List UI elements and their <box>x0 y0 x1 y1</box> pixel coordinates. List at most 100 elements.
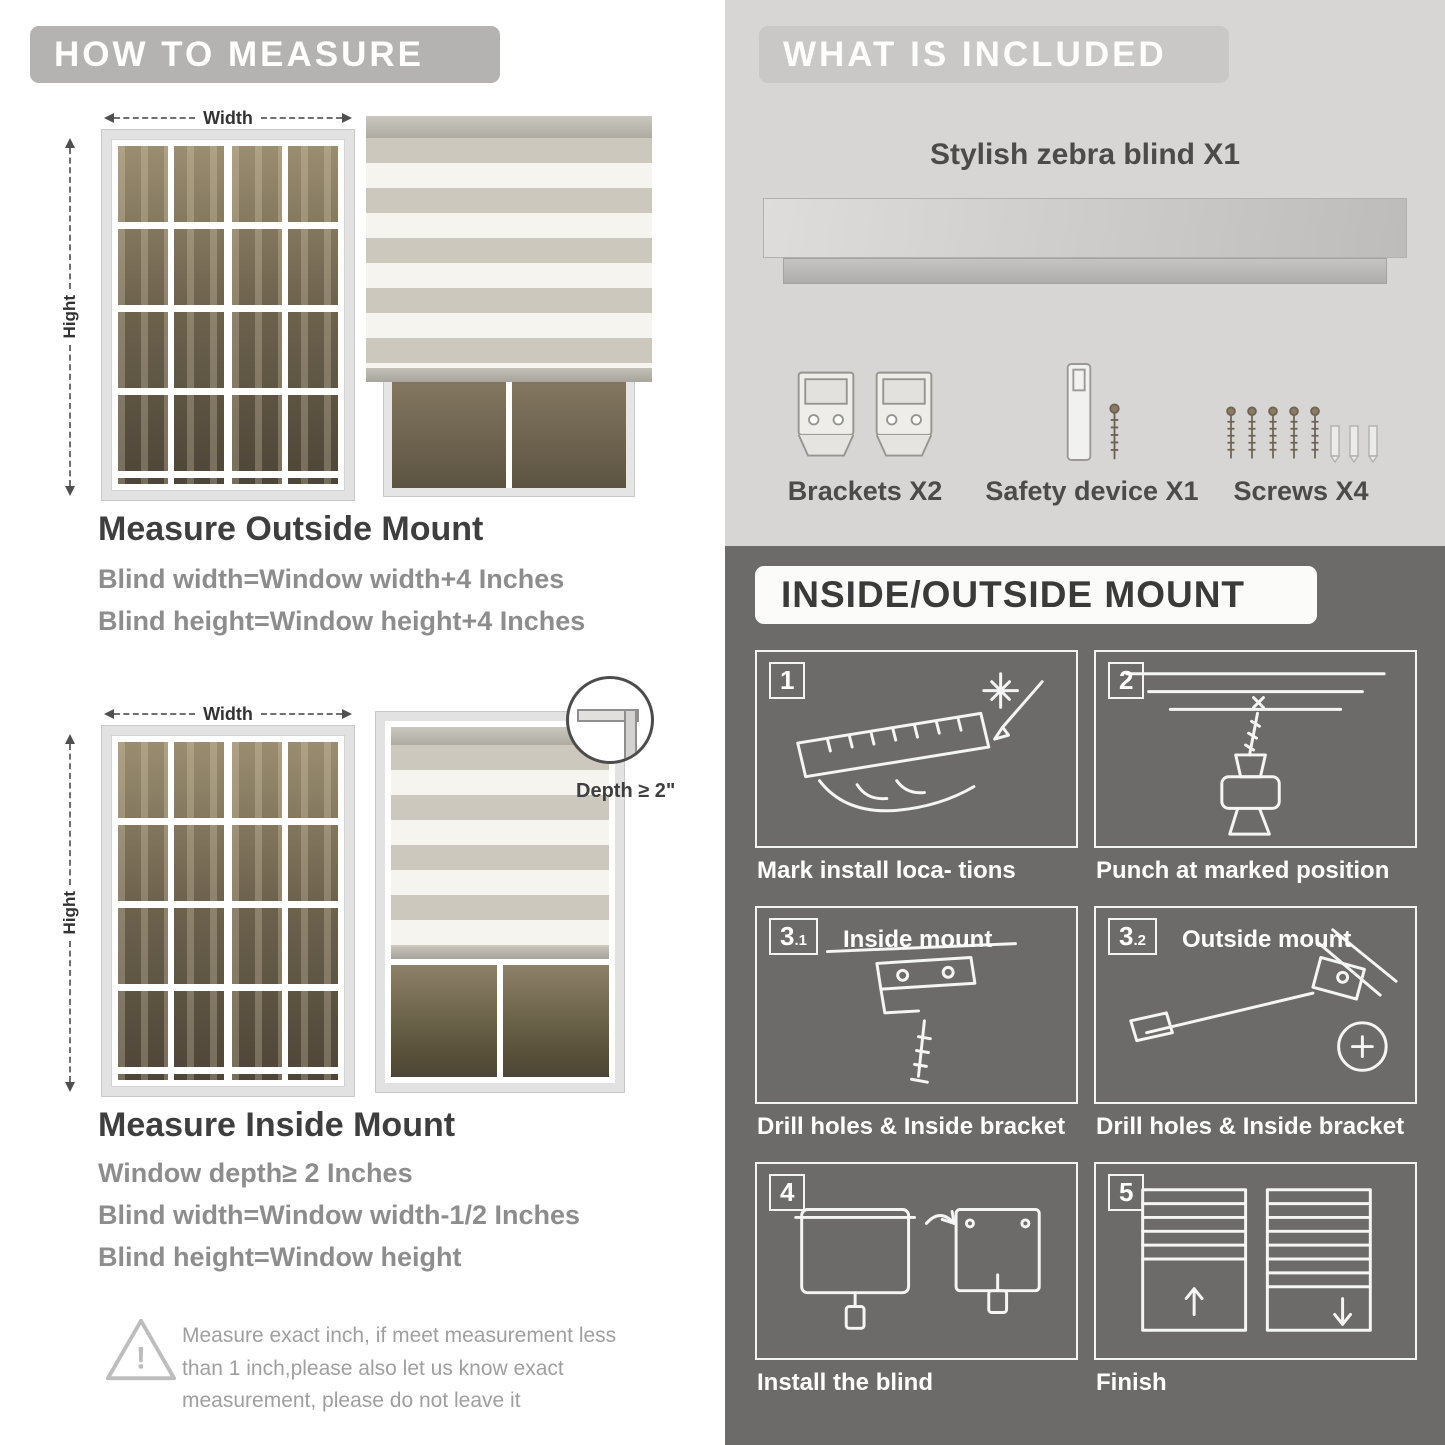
width-measure-arrow: Width <box>104 108 353 128</box>
step-number: 4 <box>769 1174 806 1211</box>
arrow-right-icon <box>342 709 353 719</box>
blind-product-label: Stylish zebra blind X1 <box>929 138 1241 171</box>
inside-mount-blind-illustration <box>376 712 624 1092</box>
screw-icon <box>1225 406 1236 459</box>
window-frame <box>102 726 354 1096</box>
height-measure-arrow: Hight <box>60 138 80 496</box>
step-4: 4 <box>755 1162 1078 1418</box>
step-5-panel: 5 <box>1094 1162 1417 1360</box>
arrow-right-icon <box>342 113 353 123</box>
outside-mount-heading: Measure Outside Mount <box>98 510 484 548</box>
step-number: 5 <box>1108 1174 1145 1211</box>
bracket-icon <box>875 371 933 457</box>
zebra-blind <box>391 727 609 959</box>
anchor-icon <box>1367 425 1378 464</box>
width-measure-arrow: Width <box>104 704 353 724</box>
inside-bracket-illustration <box>825 942 1017 1084</box>
step-number: 3.1 <box>769 918 818 955</box>
finished-blinds-illustration <box>1141 1188 1372 1332</box>
safety-device-label: Safety device X1 <box>985 476 1199 506</box>
step-3-1-caption: Drill holes & Inside bracket <box>757 1113 1066 1140</box>
step-number: 2 <box>1108 662 1145 699</box>
dashed-line <box>114 713 196 715</box>
height-measure-arrow: Hight <box>60 734 80 1092</box>
dashed-line <box>69 940 71 1082</box>
step-5-caption: Finish <box>1096 1369 1167 1396</box>
outside-height-formula: Blind height=Window height+4 Inches <box>98 606 586 636</box>
window-frame <box>102 130 354 500</box>
measure-warning-text: Measure exact inch, if meet measurement … <box>182 1324 617 1413</box>
how-to-measure-header: HOW TO MEASURE <box>30 26 500 83</box>
brackets-label: Brackets X2 <box>787 476 943 506</box>
dashed-line <box>69 744 71 886</box>
depth-label: Depth ≥ 2" <box>576 780 676 802</box>
height-label: Hight <box>60 891 79 935</box>
depth-callout-icon <box>566 676 654 764</box>
screws-art <box>1224 326 1379 464</box>
zebra-blind <box>366 116 652 382</box>
step-3-1-title: Inside mount <box>843 926 993 953</box>
arrow-left-icon <box>104 113 114 123</box>
width-label: Width <box>203 108 253 128</box>
arrow-up-icon <box>65 734 75 744</box>
safety-device-art <box>1063 326 1122 464</box>
outside-width-formula: Blind width=Window width+4 Inches <box>98 564 565 594</box>
blind-bottom-rail <box>366 368 652 382</box>
window-illustration-outside: Width Hight <box>60 98 354 500</box>
width-label: Width <box>203 704 253 724</box>
step-3-1-panel: 3.1 Inside mount <box>755 906 1078 1104</box>
height-label: Hight <box>60 295 79 339</box>
inside-height-formula: Blind height=Window height <box>98 1242 462 1272</box>
screws-label: Screws X4 <box>1233 476 1369 506</box>
warning-icon: ! <box>105 1318 177 1381</box>
arrow-up-icon <box>65 138 75 148</box>
frame-corner-horizontal <box>577 709 639 722</box>
what-is-included-header: WHAT IS INCLUDED <box>759 26 1229 83</box>
bracket-icon <box>797 371 855 457</box>
window-panes <box>391 965 609 1077</box>
step-3-2-title: Outside mount <box>1182 926 1352 953</box>
arrow-down-icon <box>65 486 75 496</box>
outside-mount-blind-illustration <box>366 116 652 496</box>
blind-headrail-image <box>763 198 1407 258</box>
step-3-2-caption: Drill holes & Inside bracket <box>1096 1113 1405 1140</box>
step-1-panel: 1 <box>755 650 1078 848</box>
how-to-measure-section: HOW TO MEASURE Width Hight <box>30 26 676 1413</box>
step-4-panel: 4 <box>755 1162 1078 1360</box>
safety-device-item: Safety device X1 <box>983 326 1201 507</box>
step-2-caption: Punch at marked position <box>1096 857 1390 884</box>
screw-icon <box>1246 406 1257 459</box>
screw-icon <box>1267 406 1278 459</box>
window-sash <box>118 146 224 484</box>
step-3-1: 3.1 Inside mount <box>755 906 1078 1162</box>
install-blind-illustration <box>794 1208 1041 1330</box>
frame-corner-vertical <box>624 709 637 761</box>
step-5: 5 Finish <box>1094 1162 1417 1418</box>
mount-instructions-section: INSIDE/OUTSIDE MOUNT 1 <box>725 546 1445 1445</box>
inside-outside-mount-header: INSIDE/OUTSIDE MOUNT <box>755 566 1317 624</box>
step-2-panel: 2 <box>1094 650 1417 848</box>
anchor-icon <box>1348 425 1359 464</box>
step-4-caption: Install the blind <box>757 1369 934 1396</box>
brackets-art <box>793 326 937 464</box>
blind-stripes <box>366 138 652 368</box>
dashed-line <box>69 344 71 486</box>
brackets-item: Brackets X2 <box>765 326 965 507</box>
step-number: 1 <box>769 662 806 699</box>
blind-cassette <box>391 727 609 745</box>
dashed-line <box>114 117 196 119</box>
blind-bottom-rail <box>391 947 609 959</box>
screw-icon <box>1288 406 1299 459</box>
step-2: 2 Punch at marked position <box>1094 650 1417 906</box>
installation-steps: 1 Mark install loca- tions <box>755 650 1417 1418</box>
arrow-left-icon <box>104 709 114 719</box>
screw-icon <box>1309 406 1320 459</box>
blind-headrail-bottom <box>783 258 1387 284</box>
window-sash <box>118 742 224 1080</box>
window-sash <box>232 146 338 484</box>
drill-illustration <box>1125 672 1386 836</box>
dashed-line <box>260 117 343 119</box>
inside-width-formula: Blind width=Window width-1/2 Inches <box>98 1200 581 1230</box>
outside-bracket-illustration <box>1129 928 1398 1072</box>
